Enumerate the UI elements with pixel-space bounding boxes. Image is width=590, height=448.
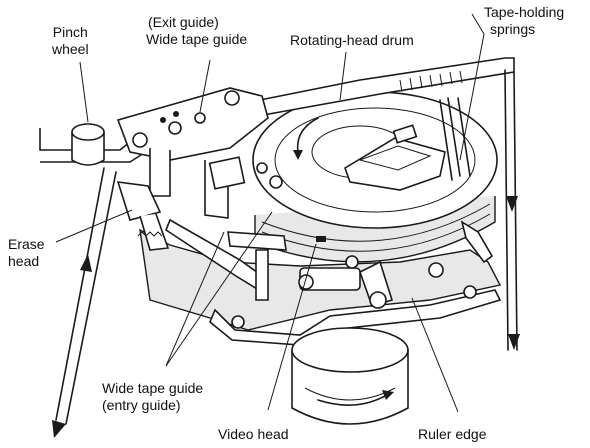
leader-springs-a xyxy=(459,33,485,161)
leader-springs-b xyxy=(471,13,485,35)
mount-hole-right xyxy=(463,285,477,299)
label-ruler-edge: Ruler edge xyxy=(418,426,487,442)
pinch-wheel xyxy=(71,123,105,166)
leader-video-head xyxy=(267,243,317,411)
label-video-head: Video head xyxy=(218,426,289,442)
leader-exit-guide xyxy=(199,59,211,113)
capstan-motor xyxy=(291,327,409,425)
rotating-head-drum xyxy=(252,91,498,263)
leader-entry-b xyxy=(165,211,273,367)
chassis-lower-plate xyxy=(209,289,502,346)
label-tape-holding-springs: Tape-holding springs xyxy=(484,4,565,37)
leader-lines xyxy=(55,13,485,413)
leader-pinch-wheel xyxy=(79,61,89,123)
exit-guide-assembly xyxy=(116,87,283,219)
label-entry-guide: Wide tape guide (entry guide) xyxy=(102,380,204,413)
entry-guide-assembly xyxy=(298,220,494,309)
label-pinch-wheel: Pinch wheel xyxy=(52,24,89,57)
leader-erase xyxy=(55,209,133,243)
erase-head-assembly xyxy=(116,181,287,301)
leader-ruler-edge xyxy=(411,297,459,413)
tape-entry xyxy=(52,167,117,438)
leader-drum xyxy=(339,51,347,101)
label-rotating-head-drum: Rotating-head drum xyxy=(290,32,414,48)
leader-entry-a xyxy=(165,231,225,367)
mount-hole-left xyxy=(231,315,245,329)
label-erase-head: Erase head xyxy=(8,236,45,269)
label-exit-guide: (Exit guide) Wide tape guide xyxy=(146,14,248,47)
